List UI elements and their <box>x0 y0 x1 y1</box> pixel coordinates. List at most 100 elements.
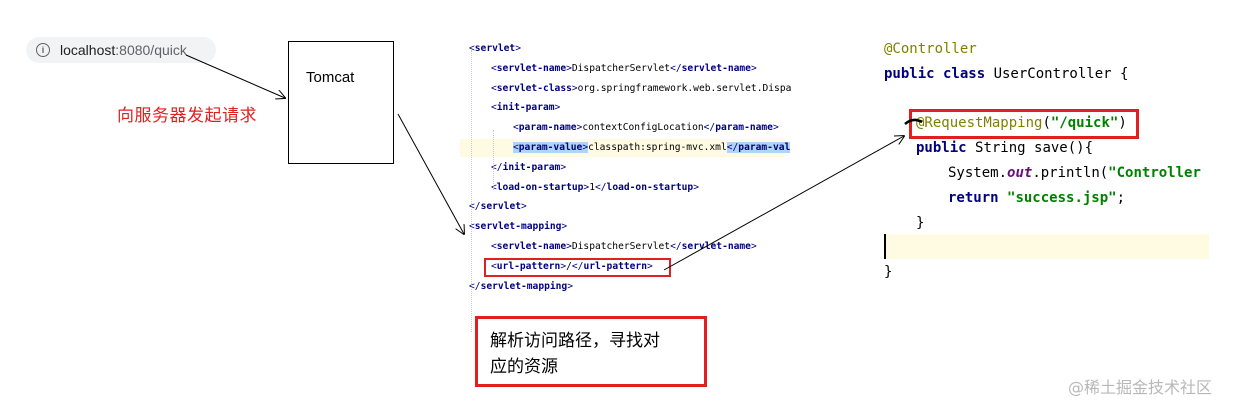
xml-token: </ <box>571 260 584 272</box>
xml-token: </ <box>670 62 682 74</box>
xml-token: > <box>576 122 583 134</box>
xml-token: > <box>772 122 779 134</box>
arrow-url-to-tomcat <box>185 54 285 98</box>
xml-line: <param-value>classpath:spring-mvc.xml</p… <box>513 139 791 157</box>
info-icon[interactable]: i <box>36 43 50 57</box>
xml-token: > <box>566 62 572 74</box>
java-line: @Controller <box>884 38 977 60</box>
xml-token: param-value <box>518 142 583 153</box>
note-line-2: 应的资源 <box>490 357 558 377</box>
xml-token: > <box>560 260 567 272</box>
xml-line: <servlet-name>DispatcherServlet</servlet… <box>491 238 757 256</box>
xml-token: servlet-name <box>496 241 567 252</box>
xml-token: > <box>567 280 573 292</box>
xml-token: 1 <box>589 181 595 193</box>
xml-token: servlet <box>480 201 521 213</box>
java-token: return <box>948 189 1008 206</box>
xml-token: </ <box>469 280 481 292</box>
indent-guide <box>493 130 494 190</box>
java-line: public String save(){ <box>916 137 1093 159</box>
xml-token: url-pattern <box>496 260 561 272</box>
xml-token: > <box>750 241 757 252</box>
xml-token: > <box>647 260 653 272</box>
xml-token: </ <box>594 181 607 193</box>
xml-token: load-on-startup <box>496 181 584 193</box>
url-host: localhost <box>60 42 116 58</box>
java-token: ( <box>1042 115 1051 132</box>
java-line: @RequestMapping("/quick") <box>916 112 1127 134</box>
java-line: return "success.jsp"; <box>948 187 1125 209</box>
xml-token: / <box>566 260 572 272</box>
note-line-1: 解析访问路径，寻找对 <box>490 331 660 351</box>
xml-line: </servlet-mapping> <box>469 278 573 296</box>
xml-token: </ <box>491 161 503 173</box>
xml-token: < <box>491 260 497 272</box>
xml-token: > <box>521 201 527 213</box>
java-token: UserController { <box>993 65 1129 82</box>
xml-token: DispatcherServlet <box>571 241 671 252</box>
xml-token: </ <box>703 122 716 134</box>
java-line: System.out.println("Controller <box>948 162 1201 184</box>
java-token: @Controller <box>884 41 977 57</box>
xml-token: servlet-mapping <box>480 280 568 292</box>
arrow-tomcat-to-servlet-mapping <box>397 113 464 234</box>
xml-line: <param-name>contextConfigLocation</param… <box>513 119 779 137</box>
xml-token: DispatcherServlet <box>571 62 671 74</box>
xml-token: org.springframework.web.servlet.Dispa <box>577 82 792 94</box>
xml-token: > <box>515 43 521 54</box>
arrow-url-pattern-to-controller <box>663 136 904 271</box>
watermark: @稀土掘金技术社区 <box>1068 378 1213 397</box>
xml-token: </ <box>670 241 682 252</box>
xml-token: < <box>469 43 475 54</box>
request-label: 向服务器发起请求 <box>117 106 257 126</box>
xml-token: init-param <box>496 102 555 114</box>
java-token: "Controller <box>1108 165 1201 181</box>
xml-token: servlet-name <box>496 62 567 74</box>
xml-token: > <box>554 102 561 114</box>
cursor-mark <box>904 118 923 125</box>
xml-line: <servlet-class>org.springframework.web.s… <box>491 80 791 98</box>
java-token: } <box>884 264 893 281</box>
xml-token: url-pattern <box>583 260 647 272</box>
xml-token: < <box>491 241 497 252</box>
url-pattern-highlight-box <box>484 258 671 277</box>
xml-line: </servlet> <box>469 198 527 216</box>
java-token: "/quick" <box>1050 115 1119 132</box>
xml-token: servlet <box>474 43 516 54</box>
note-box: 解析访问路径，寻找对 应的资源 <box>475 316 707 387</box>
indent-guide <box>471 50 472 332</box>
java-token: String save(){ <box>975 140 1094 157</box>
xml-token: > <box>571 82 578 94</box>
java-token: public class <box>884 65 994 82</box>
xml-token: > <box>566 241 572 252</box>
xml-token: < <box>513 142 519 153</box>
xml-token: > <box>693 181 699 193</box>
java-token: @RequestMapping <box>916 115 1043 132</box>
xml-line: </init-param> <box>491 159 566 177</box>
java-highlight-row <box>884 234 1209 259</box>
xml-token: > <box>582 142 589 153</box>
java-token: "success.jsp" <box>1007 189 1117 206</box>
xml-token: contextConfigLocation <box>582 122 704 134</box>
java-token: out <box>1007 165 1033 181</box>
java-token: public <box>916 140 976 157</box>
xml-token: classpath:spring-mvc.xml <box>588 142 727 153</box>
xml-token: param-name <box>518 122 577 134</box>
xml-token: < <box>513 122 519 134</box>
browser-url-bar[interactable]: i localhost:8080/quick <box>26 37 216 63</box>
request-mapping-highlight-box <box>909 109 1139 139</box>
xml-token: servlet-name <box>681 241 751 252</box>
xml-line: <servlet-name>DispatcherServlet</servlet… <box>491 60 757 78</box>
xml-token: servlet-name <box>681 62 751 74</box>
xml-token: servlet-mapping <box>474 221 562 233</box>
java-token: } <box>916 214 925 231</box>
xml-token: param-val <box>738 142 791 153</box>
xml-token: </ <box>469 201 481 213</box>
xml-token: < <box>491 102 497 114</box>
xml-token: > <box>560 161 567 173</box>
java-token: ) <box>1118 115 1127 132</box>
xml-line: <url-pattern>/</url-pattern> <box>491 258 653 276</box>
tomcat-label: Tomcat <box>306 69 355 86</box>
java-line: public class UserController { <box>884 63 1128 85</box>
java-line: } <box>916 212 924 234</box>
